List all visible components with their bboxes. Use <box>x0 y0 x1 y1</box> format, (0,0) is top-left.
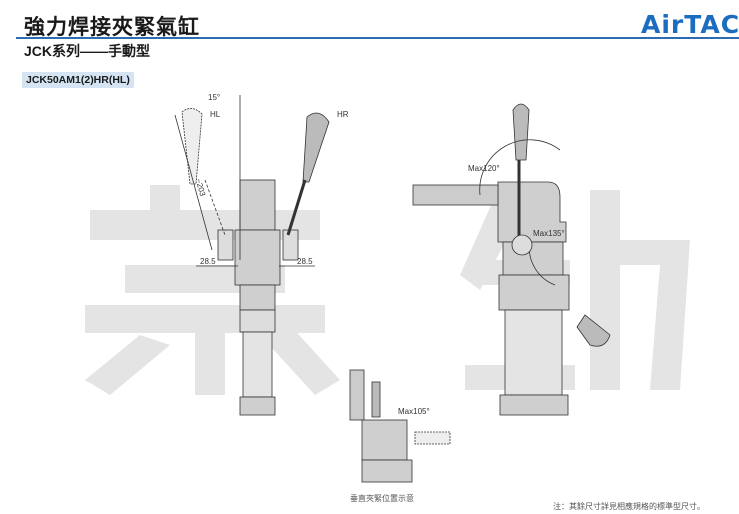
watermark-left <box>85 185 340 395</box>
page-title: 強力焊接夾緊氣缸 <box>24 16 200 39</box>
angle-label: 15° <box>208 93 220 102</box>
hl-label: HL <box>210 110 221 119</box>
brand-logo: AirTAC <box>641 10 739 39</box>
model-label: JCK50AM1(2)HR(HL) <box>22 72 134 88</box>
vertical-caption: 垂直夾緊位置示意 <box>350 494 414 503</box>
max-clamp-label: Max135° <box>533 229 565 238</box>
header-divider <box>16 37 739 39</box>
watermark-right <box>460 185 690 390</box>
vertical-view <box>349 369 451 483</box>
max-vertical-label: Max105° <box>398 407 430 416</box>
offset-left-label: 28.5 <box>200 257 216 266</box>
series-subtitle: JCK系列——手動型 <box>24 43 151 59</box>
front-view <box>174 95 330 416</box>
max-open-label: Max120° <box>468 164 500 173</box>
offset-right-label: 28.5 <box>297 257 313 266</box>
footnote: 注：其餘尺寸詳見相應規格的標準型尺寸。 <box>553 502 705 511</box>
side-view <box>412 103 611 416</box>
hr-label: HR <box>337 110 349 119</box>
